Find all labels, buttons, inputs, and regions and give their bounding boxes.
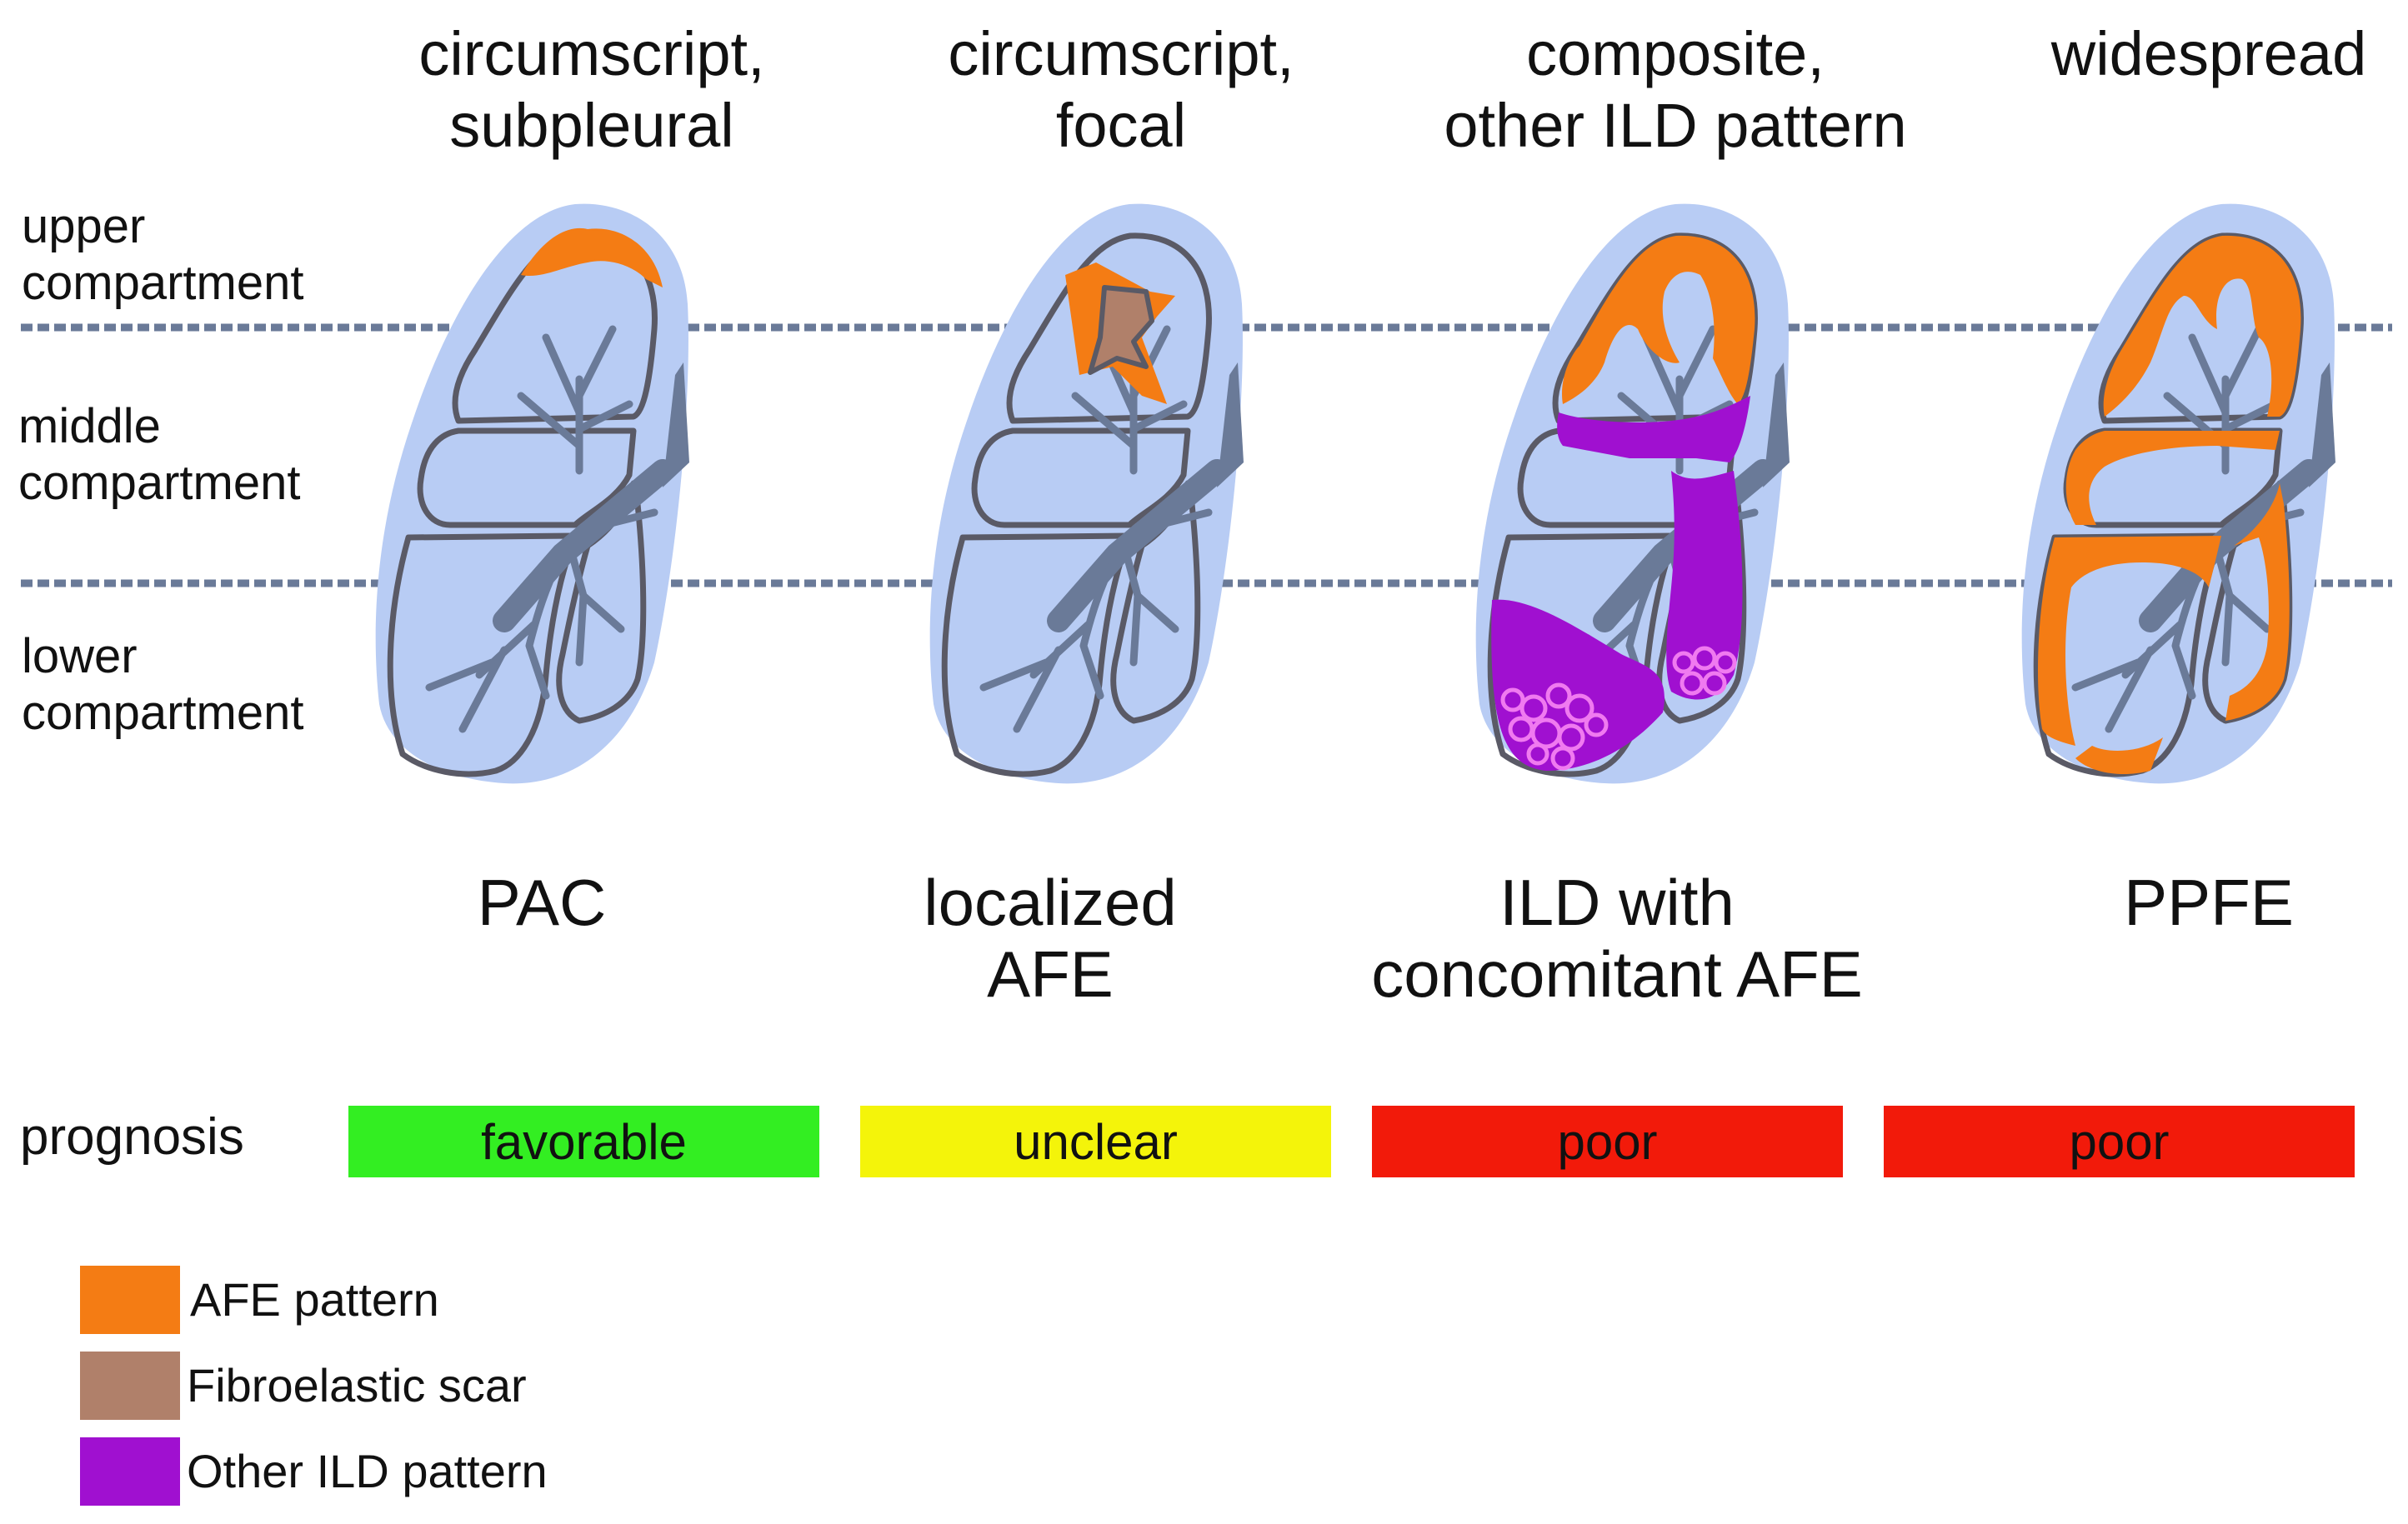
upper-compartment-label: upper compartment xyxy=(22,198,303,312)
legend-swatch-afe xyxy=(80,1266,180,1334)
column-3-title-line2: other ILD pattern xyxy=(1444,91,1907,160)
upper-compartment-line1: upper xyxy=(22,199,146,253)
lung-ppfe xyxy=(2022,204,2335,784)
entity-ppfe: PPFE xyxy=(2042,867,2375,938)
column-1-title-line2: subpleural xyxy=(449,91,734,160)
prognosis-poor-ppfe: poor xyxy=(1884,1106,2355,1177)
prognosis-favorable: favorable xyxy=(348,1106,819,1177)
ild-lower-right xyxy=(1666,471,1743,700)
afe-widespread-lower-right xyxy=(2225,483,2290,721)
entity-ppfe-line1: PPFE xyxy=(2124,866,2294,939)
ild-middle-band xyxy=(1557,396,1750,462)
column-1-title: circumscript, subpleural xyxy=(383,18,800,162)
middle-compartment-line1: middle xyxy=(18,399,161,453)
entity-ild-with-afe-line1: ILD with xyxy=(1499,866,1735,939)
lung-pac xyxy=(376,204,689,784)
lung-localized-afe xyxy=(930,204,1244,784)
legend-swatch-ild xyxy=(80,1437,180,1506)
entity-localized-afe: localized AFE xyxy=(884,867,1217,1010)
afe-subpleural-cap xyxy=(521,227,663,287)
column-2-title: circumscript, focal xyxy=(913,18,1329,162)
entity-pac-line1: PAC xyxy=(477,866,607,939)
legend-label-scar: Fibroelastic scar xyxy=(187,1359,527,1412)
lung-diagram xyxy=(21,0,2392,833)
legend-label-afe: AFE pattern xyxy=(190,1273,439,1326)
fibroelastic-scar xyxy=(1088,285,1154,375)
honeycomb-cysts xyxy=(1500,646,1737,771)
entity-localized-afe-line1: localized xyxy=(924,866,1177,939)
lower-compartment-line1: lower xyxy=(22,629,138,683)
entity-ild-with-afe-line2: concomitant AFE xyxy=(1371,937,1863,1011)
prognosis-unclear: unclear xyxy=(860,1106,1331,1177)
column-1-title-line1: circumscript, xyxy=(418,19,765,88)
lung-ild-afe xyxy=(1476,204,1790,784)
prognosis-label: prognosis xyxy=(20,1108,244,1166)
afe-widespread-base xyxy=(2075,737,2163,775)
entity-ild-with-afe: ILD with concomitant AFE xyxy=(1334,867,1900,1010)
column-3-title-line1: composite, xyxy=(1526,19,1825,88)
entity-localized-afe-line2: AFE xyxy=(987,937,1114,1011)
lower-compartment-label: lower compartment xyxy=(22,628,303,742)
legend-label-ild: Other ILD pattern xyxy=(187,1445,548,1497)
column-3-title: composite, other ILD pattern xyxy=(1400,18,1950,162)
afe-upper-pattern xyxy=(1562,235,1755,404)
middle-compartment-label: middle compartment xyxy=(18,398,300,512)
upper-compartment-line2: compartment xyxy=(22,256,304,310)
column-4-title-line1: widespread xyxy=(2050,19,2367,88)
entity-pac: PAC xyxy=(375,867,708,938)
column-4-title: widespread xyxy=(2017,18,2400,90)
prognosis-poor-ild: poor xyxy=(1372,1106,1843,1177)
middle-compartment-line2: compartment xyxy=(18,456,301,510)
afe-widespread-upper xyxy=(2103,235,2301,417)
legend-swatch-scar xyxy=(80,1352,180,1420)
column-2-title-line2: focal xyxy=(1055,91,1187,160)
afe-widespread-middle xyxy=(2065,431,2280,525)
lower-compartment-line2: compartment xyxy=(22,686,304,740)
afe-widespread-lower xyxy=(2038,536,2221,746)
column-2-title-line1: circumscript, xyxy=(948,19,1294,88)
